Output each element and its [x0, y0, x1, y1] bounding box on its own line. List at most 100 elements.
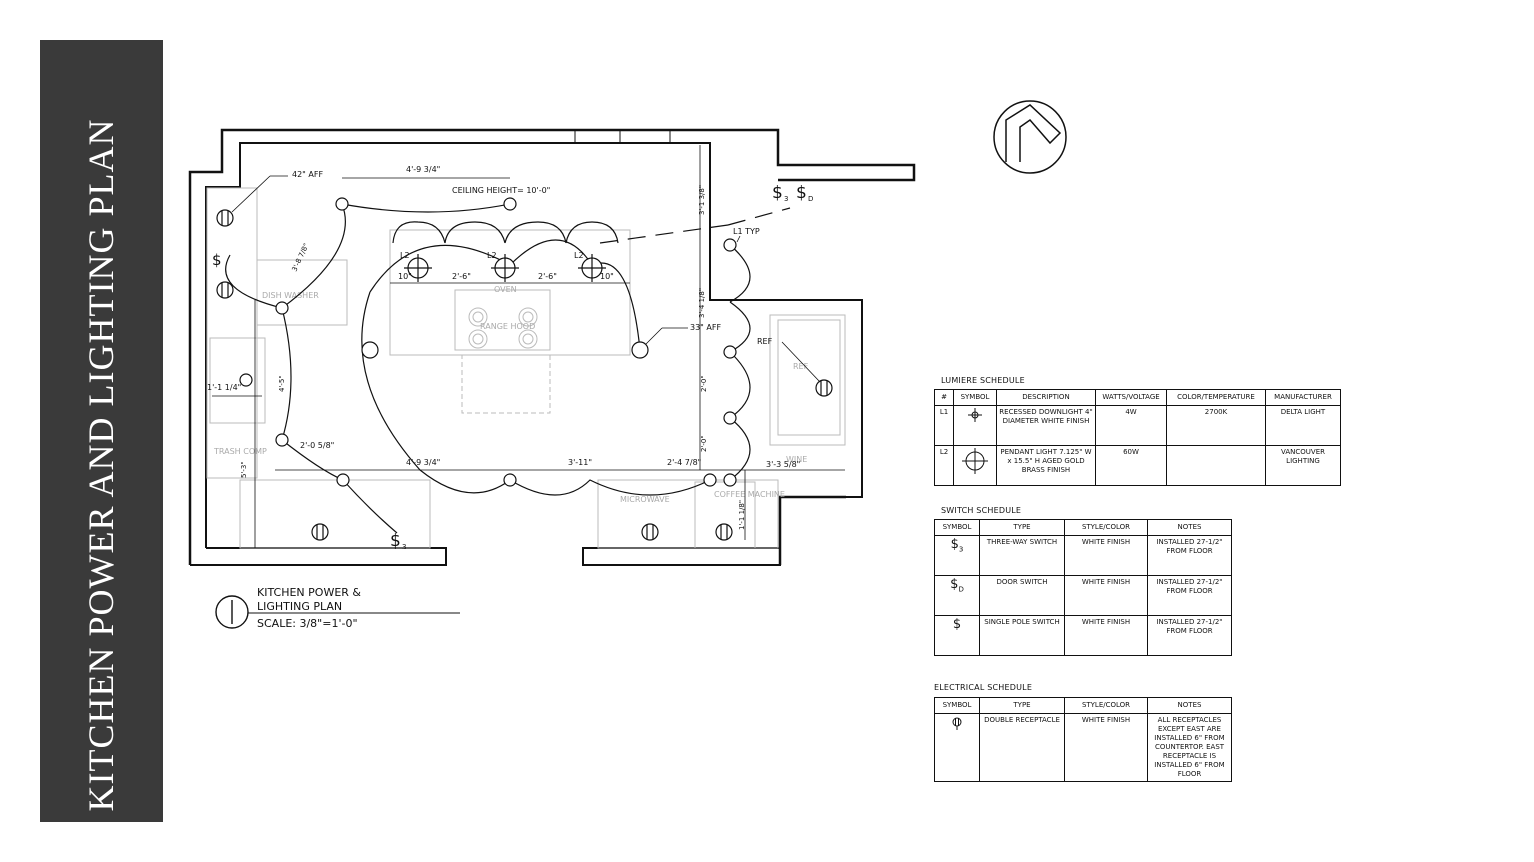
- leaders: [231, 175, 821, 383]
- ref-label: REF: [757, 337, 773, 346]
- cell-notes: ALL RECEPTACLES EXCEPT EAST ARE INSTALLE…: [1147, 713, 1232, 782]
- cell-style: WHITE FINISH: [1064, 713, 1148, 782]
- col-header: COLOR/TEMPERATURE: [1166, 389, 1266, 406]
- range-hood-label: RANGE HOOD: [480, 322, 535, 331]
- dim-26a: 2'-6": [452, 272, 471, 281]
- electrical-schedule-table: SYMBOL TYPE STYLE/COLOR NOTES DOUBLE REC…: [934, 697, 1232, 782]
- col-header: #: [934, 389, 954, 406]
- cell-type: DOOR SWITCH: [979, 575, 1065, 616]
- dim-v-top-right: 3'-1 3/8": [698, 185, 706, 215]
- cell-description: RECESSED DOWNLIGHT 4" DIAMETER WHITE FIN…: [996, 405, 1096, 446]
- plan-scale: SCALE: 3/8"=1'-0": [257, 617, 358, 630]
- cell-id: L2: [934, 445, 954, 486]
- receptacles: [216, 209, 833, 541]
- switch-schedule-table: SYMBOL TYPE STYLE/COLOR NOTES $3 THREE-W…: [934, 519, 1232, 656]
- microwave-label: MICROWAVE: [620, 495, 670, 504]
- ceiling-height-label: CEILING HEIGHT= 10'-0": [452, 186, 550, 195]
- north-arrow-icon: [993, 100, 1067, 174]
- switch-schedule-title: SWITCH SCHEDULE: [941, 506, 1022, 515]
- table-row: $D DOOR SWITCH WHITE FINISH INSTALLED 27…: [934, 575, 1232, 616]
- col-header: SYMBOL: [934, 697, 980, 714]
- oven-label: OVEN: [494, 285, 517, 294]
- col-header: STYLE/COLOR: [1064, 519, 1148, 536]
- cell-style: WHITE FINISH: [1064, 575, 1148, 616]
- coffee-machine-label: COFFEE MACHINE: [714, 490, 785, 499]
- ref-ghost-label: REF: [793, 362, 809, 371]
- dim-diag-left: 3'-8 7/8": [291, 242, 311, 273]
- lumiere-schedule-table: # SYMBOL DESCRIPTION WATTS/VOLTAGE COLOR…: [934, 389, 1341, 486]
- table-row: $ SINGLE POLE SWITCH WHITE FINISH INSTAL…: [934, 615, 1232, 656]
- cell-type: THREE-WAY SWITCH: [979, 535, 1065, 576]
- col-header: TYPE: [979, 697, 1065, 714]
- dimension-lines: [212, 145, 845, 548]
- side-banner: [40, 40, 163, 822]
- cell-type: SINGLE POLE SWITCH: [979, 615, 1065, 656]
- cell-watts: 60W: [1095, 445, 1167, 486]
- dim-v-mid-right: 3'-4 1/8": [698, 288, 706, 318]
- three-way-switch-sub: 3: [784, 195, 788, 203]
- cell-manufacturer: VANCOUVER LIGHTING: [1265, 445, 1341, 486]
- cell-notes: INSTALLED 27-1/2" FROM FLOOR: [1147, 575, 1232, 616]
- plan-title-line1: KITCHEN POWER &: [257, 586, 361, 599]
- table-header-row: # SYMBOL DESCRIPTION WATTS/VOLTAGE COLOR…: [934, 389, 1341, 406]
- dim-left-53: 5'-3": [240, 461, 248, 478]
- switch-circuits: [225, 203, 791, 534]
- recessed-downlight-icon: [953, 405, 997, 446]
- dim-left-45: 4'-5": [278, 375, 286, 392]
- dim-right-bottom: 3'-3 5/8": [766, 460, 800, 469]
- col-header: DESCRIPTION: [996, 389, 1096, 406]
- switch-symbol-icon: $D: [934, 575, 980, 616]
- col-header: SYMBOL: [953, 389, 997, 406]
- cell-description: PENDANT LIGHT 7.125" W x 15.5" H AGED GO…: [996, 445, 1096, 486]
- cell-manufacturer: DELTA LIGHT: [1265, 405, 1341, 446]
- aff-33-label: 33" AFF: [690, 323, 721, 332]
- electrical-schedule-title: ELECTRICAL SCHEDULE: [934, 683, 1033, 692]
- cell-style: WHITE FINISH: [1064, 615, 1148, 656]
- drawing-title-block: [215, 595, 460, 629]
- casework: [206, 187, 846, 549]
- l1-typ-label: L1 TYP: [733, 227, 760, 236]
- cell-notes: INSTALLED 27-1/2" FROM FLOOR: [1147, 615, 1232, 656]
- cell-color-temp: [1166, 445, 1266, 486]
- cell-id: L1: [934, 405, 954, 446]
- table-header-row: SYMBOL TYPE STYLE/COLOR NOTES: [934, 697, 1232, 714]
- table-row: L1 RECESSED DOWNLIGHT 4" DIAMETER WHITE …: [934, 405, 1341, 446]
- plan-title-line2: LIGHTING PLAN: [257, 600, 342, 613]
- dim-left-14: 1'-1 1/4": [207, 383, 241, 392]
- l2-label-a: L2: [400, 251, 410, 260]
- l2-label-c: L2: [574, 251, 584, 260]
- table-row: L2 PENDANT LIGHT 7.125" W x 15.5" H AGED…: [934, 445, 1341, 486]
- pendant-lights: [404, 254, 606, 282]
- dim-10a: 10": [398, 272, 412, 281]
- lumiere-schedule-title: LUMIERE SCHEDULE: [941, 376, 1025, 385]
- col-header: NOTES: [1147, 519, 1232, 536]
- dim-10b: 10": [600, 272, 614, 281]
- col-header: WATTS/VOLTAGE: [1095, 389, 1167, 406]
- table-row: $3 THREE-WAY SWITCH WHITE FINISH INSTALL…: [934, 535, 1232, 576]
- single-pole-switch-symbol: $: [212, 251, 222, 269]
- cell-type: DOUBLE RECEPTACLE: [979, 713, 1065, 782]
- col-header: STYLE/COLOR: [1064, 697, 1148, 714]
- dishwasher-label: DISH WASHER: [262, 291, 319, 300]
- cell-color-temp: 2700K: [1166, 405, 1266, 446]
- dim-v-far-low: 1'-1 1/8": [738, 500, 746, 530]
- pendant-light-icon: [953, 445, 997, 486]
- dim-bottom-mid: 3'-11": [568, 458, 592, 467]
- three-way-switch-symbol: $: [772, 183, 783, 203]
- door-switch-symbol: $: [796, 183, 807, 203]
- l2-label-b: L2: [487, 251, 497, 260]
- dim-top-left: 4'-9 3/4": [406, 165, 440, 174]
- aff-42-label: 42" AFF: [292, 170, 323, 179]
- cell-style: WHITE FINISH: [1064, 535, 1148, 576]
- table-header-row: SYMBOL TYPE STYLE/COLOR NOTES: [934, 519, 1232, 536]
- dim-bottom-right: 2'-4 7/8": [667, 458, 701, 467]
- downlights: [239, 197, 737, 487]
- col-header: NOTES: [1147, 697, 1232, 714]
- col-header: MANUFACTURER: [1265, 389, 1341, 406]
- cell-notes: INSTALLED 27-1/2" FROM FLOOR: [1147, 535, 1232, 576]
- cell-watts: 4W: [1095, 405, 1167, 446]
- receptacle-icon: [934, 713, 980, 782]
- col-header: SYMBOL: [934, 519, 980, 536]
- three-way-switch-sub-2: 3: [402, 543, 406, 551]
